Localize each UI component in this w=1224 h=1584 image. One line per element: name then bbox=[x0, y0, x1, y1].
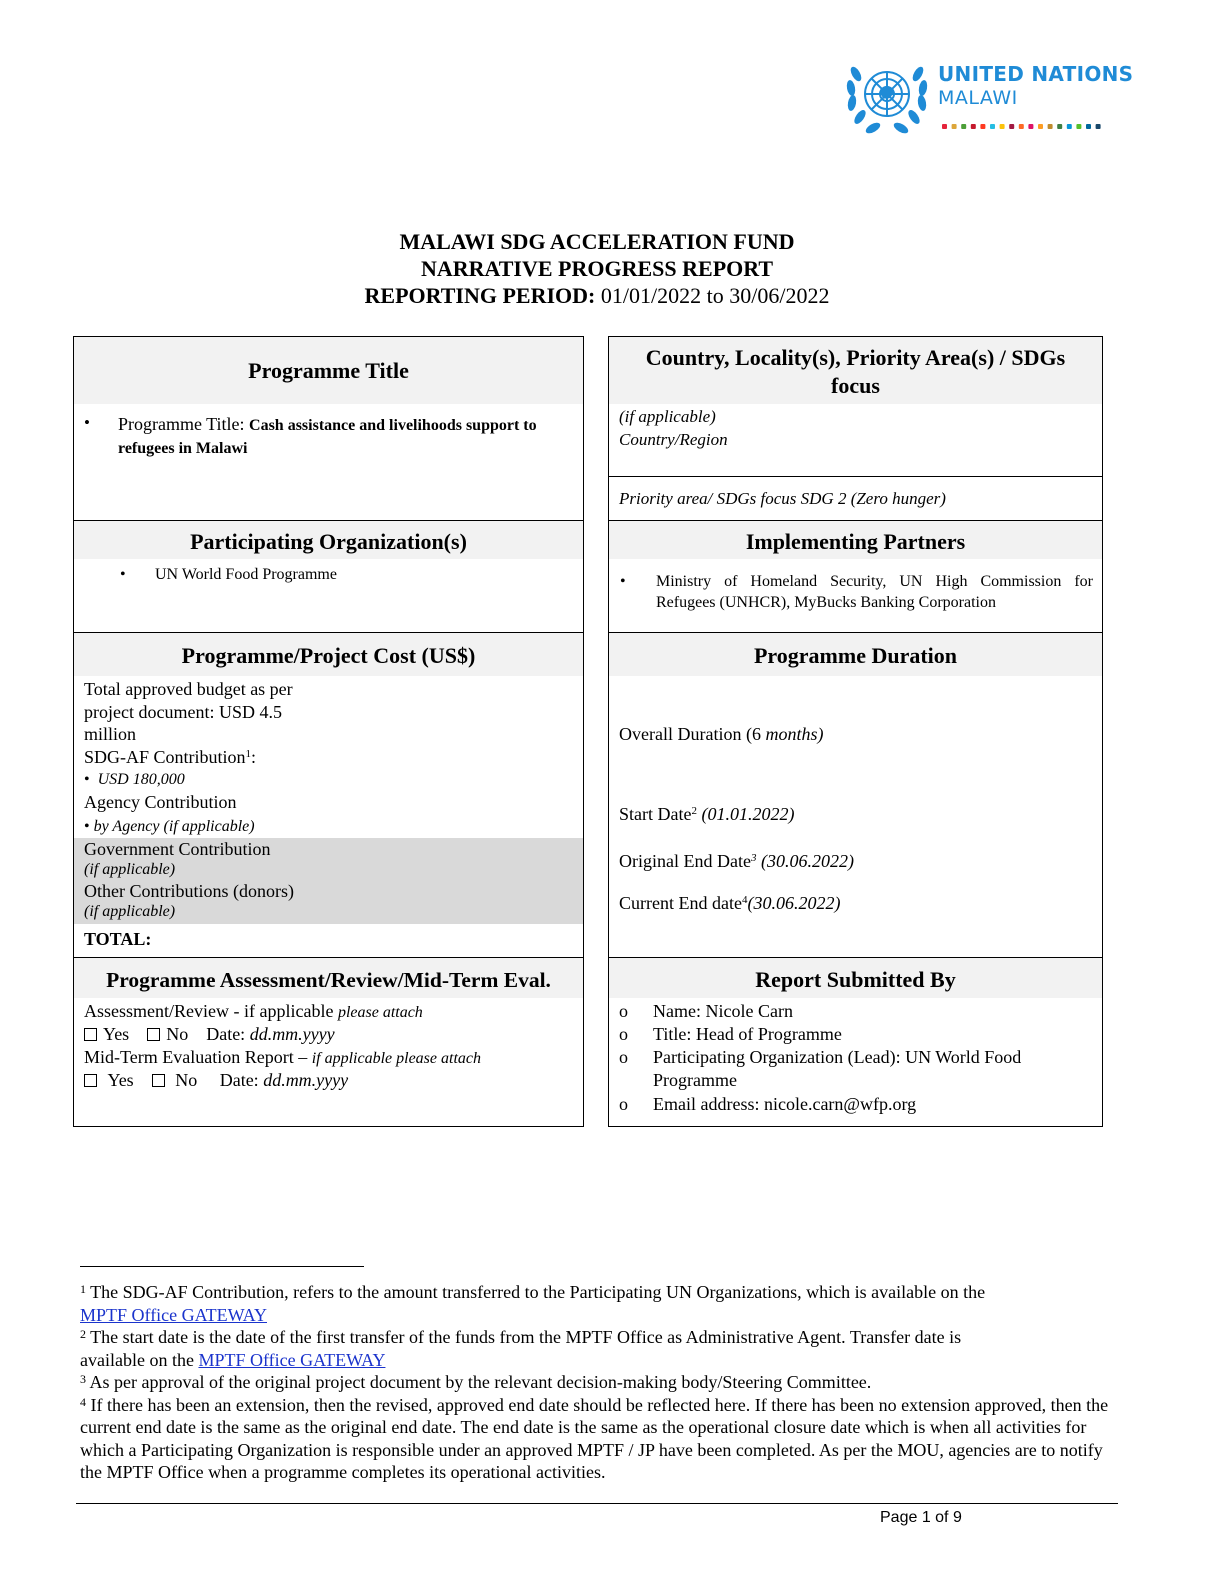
cost-section: Programme/Project Cost (US$) Total appro… bbox=[74, 633, 583, 958]
assessment-section: Programme Assessment/Review/Mid-Term Eva… bbox=[74, 958, 583, 1126]
duration-section: Programme Duration Overall Duration (6 m… bbox=[609, 633, 1102, 958]
midterm-yes-checkbox[interactable] bbox=[84, 1074, 97, 1087]
right-info-table: Country, Locality(s), Priority Area(s) /… bbox=[608, 336, 1103, 1127]
page-number: Page 1 of 9 bbox=[880, 1509, 962, 1526]
priority-section: Priority area/ SDGs focus SDG 2 (Zero hu… bbox=[609, 477, 1102, 521]
programme-title-text: Programme Title: Cash assistance and liv… bbox=[118, 414, 537, 457]
sdg-dot bbox=[1047, 124, 1053, 129]
midterm-options: Yes No Date: dd.mm.yyyy bbox=[84, 1069, 481, 1092]
sdg-dot bbox=[942, 124, 947, 129]
sdg-dot bbox=[1057, 124, 1063, 129]
fund-title: MALAWI SDG ACCELERATION FUND bbox=[399, 229, 795, 254]
un-emblem-icon bbox=[846, 66, 928, 134]
sdg-dot bbox=[1066, 124, 1072, 129]
sdg-color-dots bbox=[942, 124, 1101, 129]
assessment-review-options: Yes No Date: dd.mm.yyyy bbox=[84, 1023, 481, 1046]
bullet-icon: o bbox=[619, 1001, 628, 1021]
participating-org-section: Participating Organization(s) • UN World… bbox=[74, 521, 583, 633]
mptf-gateway-link-2[interactable]: MPTF Office GATEWAY bbox=[198, 1349, 386, 1370]
left-info-table: Programme Title • Programme Title: Cash … bbox=[73, 336, 584, 1127]
submitted-heading: Report Submitted By bbox=[609, 958, 1102, 998]
participating-org-heading: Participating Organization(s) bbox=[74, 521, 583, 559]
overall-duration: Overall Duration (6 months) bbox=[619, 724, 824, 744]
mptf-gateway-link-1[interactable]: MPTF Office GATEWAY bbox=[80, 1304, 267, 1325]
bullet-icon: • bbox=[84, 413, 90, 432]
sdg-dot bbox=[1018, 124, 1024, 129]
original-end-date: Original End Date3 (30.06.2022) bbox=[619, 851, 854, 871]
bullet-icon: • bbox=[84, 771, 90, 788]
sdg-dot bbox=[980, 124, 986, 129]
midterm-label: Mid-Term Evaluation Report – if applicab… bbox=[84, 1047, 481, 1067]
sdg-dot bbox=[990, 124, 995, 129]
programme-title-heading: Programme Title bbox=[74, 337, 583, 404]
footnote-2: 2 The start date is the date of the firs… bbox=[80, 1327, 962, 1347]
logo-line2: MALAWI bbox=[938, 87, 1018, 109]
priority-area: Priority area/ SDGs focus SDG 2 (Zero hu… bbox=[619, 489, 946, 508]
sdg-dot bbox=[1076, 124, 1082, 129]
un-malawi-logo: UNITED NATIONS MALAWI bbox=[842, 52, 1133, 144]
sdg-dot bbox=[1009, 124, 1015, 129]
contributions-shaded-area bbox=[74, 838, 583, 924]
bullet-icon: o bbox=[619, 1024, 628, 1044]
country-heading: Country, Locality(s), Priority Area(s) /… bbox=[609, 337, 1102, 404]
sdg-dot bbox=[1028, 124, 1034, 129]
duration-heading: Programme Duration bbox=[609, 633, 1102, 676]
programme-title-section: Programme Title • Programme Title: Cash … bbox=[74, 337, 583, 521]
country-region: Country/Region bbox=[619, 429, 728, 449]
footnote-4: 4 If there has been an extension, then t… bbox=[80, 1394, 1109, 1483]
assessment-heading: Programme Assessment/Review/Mid-Term Eva… bbox=[74, 958, 583, 998]
country-section: Country, Locality(s), Priority Area(s) /… bbox=[609, 337, 1102, 477]
sdg-dot bbox=[1038, 124, 1043, 129]
review-no-checkbox[interactable] bbox=[147, 1028, 161, 1041]
reporting-period: REPORTING PERIOD: 01/01/2022 to 30/06/20… bbox=[364, 283, 830, 308]
footnote-3: 3 As per approval of the original projec… bbox=[80, 1372, 872, 1392]
implementing-heading: Implementing Partners bbox=[609, 521, 1102, 559]
sdg-dot bbox=[961, 124, 967, 129]
other-contributions: Government Contribution (if applicable) … bbox=[84, 839, 294, 920]
sdg-dot bbox=[1095, 124, 1101, 129]
bullet-icon: • bbox=[84, 817, 90, 835]
footnotes: 1 The SDG-AF Contribution, refers to the… bbox=[80, 1282, 1109, 1483]
implementing-section: Implementing Partners • Ministry of Home… bbox=[609, 521, 1102, 633]
sdg-dot bbox=[1086, 124, 1091, 129]
participating-org-item: UN World Food Programme bbox=[155, 566, 337, 583]
bullet-icon: o bbox=[619, 1047, 628, 1067]
start-date: Start Date2 (01.01.2022) bbox=[619, 804, 795, 824]
bullet-icon: • bbox=[620, 573, 626, 590]
page-footer-rule bbox=[76, 1503, 1118, 1504]
sdg-dot bbox=[970, 124, 976, 129]
implementing-item: Ministry of Homeland Security, UN High C… bbox=[656, 573, 1093, 611]
report-header: MALAWI SDG ACCELERATION FUND NARRATIVE P… bbox=[0, 228, 1194, 309]
cost-total: TOTAL: bbox=[84, 929, 152, 949]
report-title: NARRATIVE PROGRESS REPORT bbox=[420, 256, 774, 281]
cost-heading: Programme/Project Cost (US$) bbox=[74, 633, 583, 676]
logo-line1: UNITED NATIONS bbox=[938, 62, 1134, 86]
midterm-no-checkbox[interactable] bbox=[151, 1074, 165, 1087]
sdg-dot bbox=[951, 124, 957, 129]
sdg-af-contribution: SDG-AF Contribution1: bbox=[84, 746, 257, 767]
footnote-1: 1 The SDG-AF Contribution, refers to the… bbox=[80, 1282, 986, 1302]
review-yes-checkbox[interactable] bbox=[84, 1028, 97, 1041]
country-if-applicable: (if applicable) bbox=[619, 407, 716, 426]
footnote-separator bbox=[80, 1266, 364, 1267]
bullet-icon: o bbox=[619, 1094, 628, 1114]
current-end-date: Current End date4(30.06.2022) bbox=[619, 893, 841, 913]
assessment-review-label: Assessment/Review - if applicable please… bbox=[84, 1001, 423, 1021]
bullet-icon: • bbox=[120, 566, 126, 583]
sdg-dot bbox=[999, 124, 1005, 129]
cost-details: Total approved budget as per project doc… bbox=[84, 679, 293, 835]
